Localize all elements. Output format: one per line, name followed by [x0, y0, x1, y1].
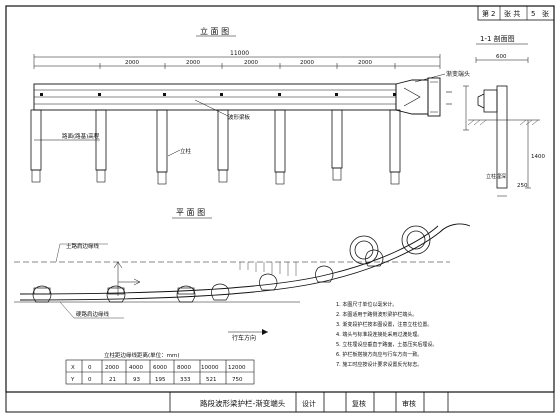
offset-table: [65, 359, 255, 385]
post-label: 立柱: [180, 147, 192, 155]
table-y-1: 21: [109, 377, 116, 383]
plan-guardrail: [19, 223, 471, 301]
table-x-5: 10000: [201, 365, 219, 371]
spacing-label-3: 2000: [244, 60, 258, 66]
spacing-label-1: 2000: [125, 60, 139, 66]
sheet-prefix: 第: [482, 9, 489, 18]
elevation-dimensions: [33, 54, 441, 69]
sheet-middle: 张 共: [504, 9, 520, 18]
ground-label: 路面(路基)高程: [62, 132, 100, 140]
section-depth-label: 1400: [531, 154, 545, 160]
table-y-5: 521: [206, 377, 217, 383]
table-x-3: 6000: [153, 365, 167, 371]
table-x-4: 8000: [177, 365, 191, 371]
note-4: 4. 端头与标准段连接处采用过渡处理。: [336, 331, 422, 338]
spacing-label-4: 2000: [300, 60, 314, 66]
top-edge-label: 土路肩边缘线: [66, 242, 100, 250]
terminal-circles: [349, 225, 431, 265]
plan-posts: [32, 249, 384, 303]
direction-label: 行车方向: [232, 334, 256, 342]
guardrail-beam: [33, 83, 397, 111]
table-y-2: 93: [133, 377, 140, 383]
note-6: 6. 护栏板搭接方向应与行车方向一致。: [336, 351, 422, 358]
sheet-number: 2: [491, 10, 495, 18]
offset-ticks: [239, 262, 297, 276]
section-view: [463, 57, 540, 197]
table-x-6: 12000: [228, 365, 246, 371]
sheet-suffix: 张: [542, 9, 549, 18]
table-key-y: Y: [70, 377, 75, 383]
sheet-number-box: 第 2 张 共 5 张: [477, 5, 555, 21]
bottom-edge-label: 硬路肩边缘线: [76, 310, 110, 318]
audit-label: 审核: [402, 399, 416, 408]
review-label: 复核: [352, 399, 366, 408]
note-7: 7. 施工时应按设计要求设置反光标志。: [336, 361, 422, 368]
notes: 1. 本图尺寸单位以毫米计。 2. 本图适用于路侧波形梁护栏端头。 3. 渐变段…: [336, 301, 437, 368]
spacing-label-2: 2000: [186, 60, 200, 66]
design-label: 设计: [302, 399, 316, 408]
note-1: 1. 本图尺寸单位以毫米计。: [336, 301, 397, 308]
spacing-label-5: 2000: [358, 60, 372, 66]
section-base-label: 250: [517, 183, 528, 189]
table-y-6: 750: [232, 377, 243, 383]
note-5: 5. 立柱埋设应垂直于路面，土基压实后埋设。: [336, 341, 437, 348]
sheet-total: 5: [531, 10, 535, 18]
table-y-3: 195: [155, 377, 166, 383]
elevation-heading: 立 面 图: [200, 26, 229, 36]
beam-label: 波形梁板: [228, 113, 251, 121]
total-length-label: 11000: [230, 50, 249, 57]
end-terminal-label: 渐变端头: [446, 70, 470, 78]
table-y-0: 0: [88, 377, 92, 383]
table-key-x: X: [71, 365, 75, 371]
end-terminal: [395, 77, 441, 117]
plan-origin-axes: [113, 261, 141, 296]
section-embed-label: 立柱埋深: [486, 173, 506, 180]
table-title: 立柱距边缘线距离(单位：mm): [104, 351, 180, 359]
table-x-1: 2000: [105, 365, 119, 371]
post-footings: [31, 167, 400, 185]
drawing-title: 路段波形梁护栏-渐变端头: [200, 398, 286, 408]
table-y-4: 333: [180, 377, 191, 383]
title-block: [5, 391, 555, 413]
table-x-0: 0: [88, 365, 92, 371]
note-2: 2. 本图适用于路侧波形梁护栏端头。: [336, 311, 417, 318]
section-heading: 1-1 剖面图: [480, 34, 515, 43]
section-width-label: 600: [496, 54, 507, 60]
plan-heading: 平 面 图: [176, 208, 205, 217]
posts: [30, 109, 401, 173]
direction-arrow: 行车方向: [228, 329, 268, 342]
table-x-2: 4000: [129, 365, 143, 371]
note-3: 3. 渐变段护栏按本图设置，注意立柱位置。: [336, 321, 432, 328]
